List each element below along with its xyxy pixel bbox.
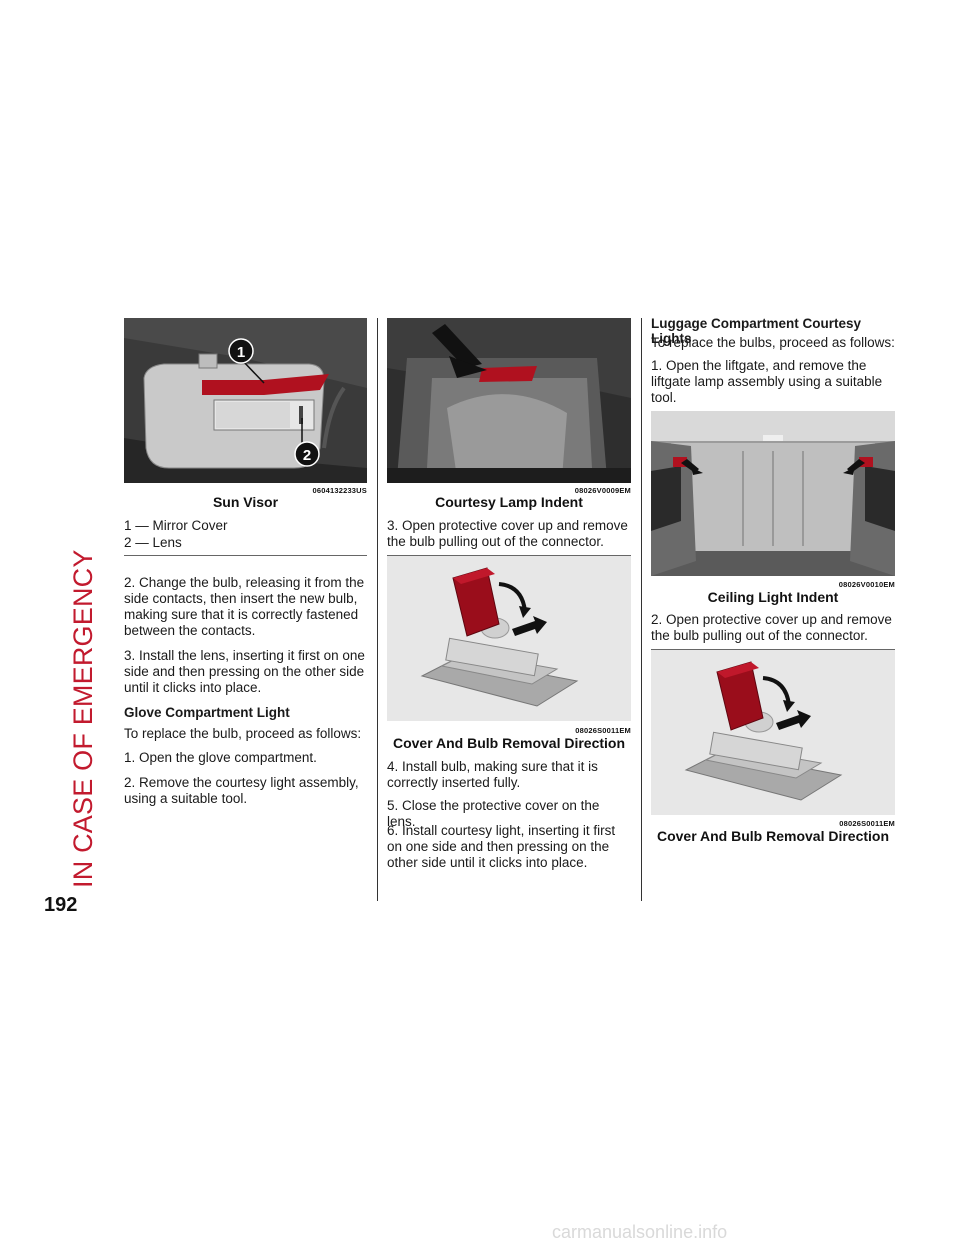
step-text: 5. Close the protective cover on the len… bbox=[387, 798, 600, 829]
intro-text: To replace the bulbs, proceed as follows… bbox=[651, 335, 895, 350]
courtesy-lamp-figure bbox=[387, 318, 631, 483]
sun-visor-illustration: 1 2 bbox=[124, 318, 367, 483]
section-heading: Glove Compartment Light bbox=[124, 705, 290, 720]
callout-1-label: 1 bbox=[237, 344, 245, 361]
step-text: 6. Install courtesy light, inserting it … bbox=[387, 823, 616, 870]
figure-caption: Sun Visor bbox=[212, 494, 279, 510]
section-heading: Luggage Compartment Courtesy Lights bbox=[651, 316, 862, 346]
column-divider-1 bbox=[377, 318, 378, 901]
callout-2-marker bbox=[294, 441, 320, 467]
figure-code: 08026V0009EM bbox=[574, 486, 631, 495]
figure-code: 08026S0011EM bbox=[575, 726, 631, 735]
section-side-title: IN CASE OF EMERGENCY bbox=[68, 318, 108, 888]
bulb-removal-figure bbox=[651, 650, 895, 815]
footer-watermark: carmanualsonline.info bbox=[552, 1222, 728, 1242]
ceiling-light-figure bbox=[651, 411, 895, 576]
step-text: 2. Open protective cover up and remove t… bbox=[651, 612, 892, 643]
legend-item-2: 2 — Lens bbox=[124, 535, 182, 550]
bulb-removal-illustration bbox=[651, 650, 895, 815]
figure-caption: Ceiling Light Indent bbox=[707, 589, 839, 605]
figure-code: 08026S0011EM bbox=[839, 819, 895, 828]
step-text: 1. Open the liftgate, and remove the lif… bbox=[651, 358, 883, 405]
callout-1-marker bbox=[228, 338, 254, 364]
figure-caption: Courtesy Lamp Indent bbox=[435, 494, 583, 510]
step-text: 4. Install bulb, making sure that it is … bbox=[387, 759, 598, 790]
section-title-text: IN CASE OF EMERGENCY bbox=[68, 549, 98, 888]
figure-caption: Cover And Bulb Removal Direction bbox=[392, 735, 626, 751]
step-text: 3. Install the lens, inserting it first … bbox=[124, 648, 365, 695]
figure-caption: Cover And Bulb Removal Direction bbox=[656, 828, 890, 844]
ceiling-light-illustration bbox=[651, 411, 895, 576]
bulb-removal-figure bbox=[387, 556, 631, 721]
figure-code: 0604132233US bbox=[312, 486, 367, 495]
sun-visor-figure: 1 2 bbox=[124, 318, 367, 483]
step-text: 2. Change the bulb, releasing it from th… bbox=[124, 575, 365, 638]
step-text: 2. Remove the courtesy light assembly, u… bbox=[124, 775, 359, 806]
callout-2-label: 2 bbox=[303, 447, 311, 464]
page-number: 192 bbox=[44, 894, 78, 916]
step-text: 3. Open protective cover up and remove t… bbox=[387, 518, 628, 549]
figure-code: 08026V0010EM bbox=[838, 580, 895, 589]
column-divider-2 bbox=[641, 318, 642, 901]
figure-rule bbox=[651, 649, 895, 650]
legend-item-1: 1 — Mirror Cover bbox=[124, 518, 228, 533]
step-text: 1. Open the glove compartment. bbox=[124, 750, 317, 765]
legend-rule bbox=[124, 555, 367, 556]
courtesy-lamp-illustration bbox=[387, 318, 631, 483]
bulb-removal-illustration bbox=[387, 556, 631, 721]
figure-rule bbox=[387, 555, 631, 556]
intro-text: To replace the bulb, proceed as follows: bbox=[124, 726, 362, 741]
